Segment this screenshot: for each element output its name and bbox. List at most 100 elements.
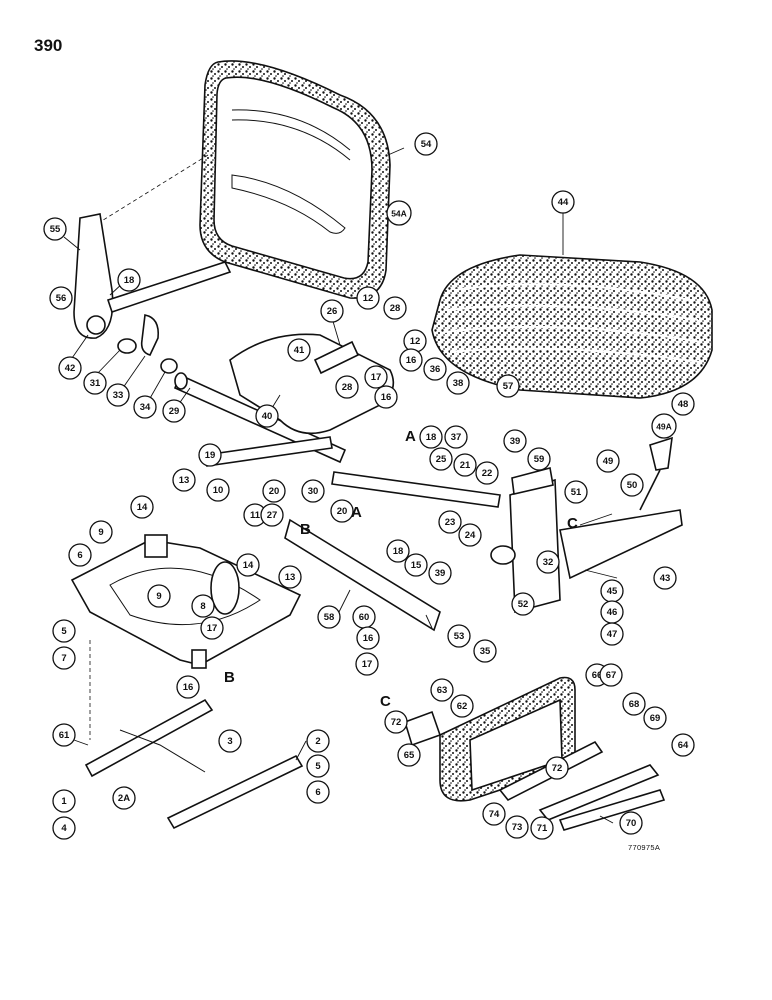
callout-circle [536, 550, 560, 574]
callout-circle [423, 357, 447, 381]
callout-label: 33 [113, 390, 124, 401]
seat-slide-rails [84, 640, 304, 830]
callout-circle [255, 404, 279, 428]
callout-circle [503, 429, 527, 453]
callout-label: 38 [453, 378, 464, 389]
callout-label: 22 [482, 468, 493, 479]
callout-circle [301, 479, 325, 503]
callout-label: 39 [435, 568, 446, 579]
callout-31: 31 [83, 371, 107, 395]
callout-circle [384, 710, 408, 734]
callout-label: 68 [629, 699, 640, 710]
callout-28: 28 [335, 375, 359, 399]
callout-62: 62 [450, 694, 474, 718]
callout-2a: 2A [112, 786, 136, 810]
callout-circle [335, 375, 359, 399]
callout-circle [320, 299, 344, 323]
callout-9: 9 [89, 520, 113, 544]
callout-circle [200, 616, 224, 640]
callout-circle [68, 543, 92, 567]
callout-label: 5 [315, 761, 321, 772]
callout-label: 1 [61, 796, 67, 807]
callout-label: 54 [421, 139, 432, 150]
callout-circle [530, 816, 554, 840]
callout-34: 34 [133, 395, 157, 419]
callout-circle [438, 510, 462, 534]
callout-label: 19 [205, 450, 216, 461]
letter-c-upper: C [567, 515, 578, 532]
callout-3: 3 [218, 729, 242, 753]
callout-label: 7 [61, 653, 66, 664]
callout-label: 72 [552, 763, 563, 774]
callout-56: 56 [49, 286, 73, 310]
callout-circle [147, 584, 171, 608]
callout-23: 23 [438, 510, 462, 534]
callout-label: 59 [534, 454, 545, 465]
callout-circle [306, 754, 330, 778]
callout-circle [43, 217, 67, 241]
callout-circle [287, 338, 311, 362]
callout-circle [83, 371, 107, 395]
letter-b-lower: B [224, 669, 235, 686]
callout-circle [414, 132, 438, 156]
callout-circle [306, 729, 330, 753]
callout-57: 57 [496, 374, 520, 398]
callout-label: 56 [56, 293, 67, 304]
callout-18: 18 [386, 539, 410, 563]
page-number: 390 [34, 36, 63, 55]
callout-13: 13 [278, 565, 302, 589]
callout-21: 21 [453, 453, 477, 477]
callout-circle [58, 356, 82, 380]
callout-44: 44 [551, 190, 575, 214]
callout-55: 55 [43, 217, 67, 241]
callout-5: 5 [52, 619, 76, 643]
callout-label: 13 [285, 572, 296, 583]
callout-16: 16 [374, 385, 398, 409]
callout-circle [330, 499, 354, 523]
callout-label: 28 [342, 382, 353, 393]
callout-1: 1 [52, 789, 76, 813]
callout-58: 58 [317, 605, 341, 629]
callout-6: 6 [306, 780, 330, 804]
callout-12: 12 [356, 286, 380, 310]
callout-label: 73 [512, 822, 523, 833]
letter-b-upper: B [300, 521, 311, 538]
callout-circle [355, 652, 379, 676]
callout-label: 25 [436, 454, 447, 465]
callout-68: 68 [622, 692, 646, 716]
callout-74: 74 [482, 802, 506, 826]
callout-54a: 54A [386, 200, 412, 226]
callout-13: 13 [172, 468, 196, 492]
callout-65: 65 [397, 743, 421, 767]
callout-72: 72 [545, 756, 569, 780]
callout-39: 39 [428, 561, 452, 585]
callout-24: 24 [458, 523, 482, 547]
callout-circle [429, 447, 453, 471]
callout-52: 52 [511, 592, 535, 616]
callout-circle [386, 539, 410, 563]
callout-label: 58 [324, 612, 335, 623]
callout-circle [236, 553, 260, 577]
callout-5: 5 [306, 754, 330, 778]
callout-16: 16 [356, 626, 380, 650]
callout-label: 18 [124, 275, 135, 286]
callout-label: 17 [371, 372, 382, 383]
callout-label: 4 [61, 823, 67, 834]
callout-label: 5 [61, 626, 67, 637]
callout-label: 49 [603, 456, 614, 467]
callout-label: 28 [390, 303, 401, 314]
callout-label: 2 [315, 736, 320, 747]
callout-label: 67 [606, 670, 617, 681]
callout-label: 64 [678, 740, 689, 751]
callout-9: 9 [147, 584, 171, 608]
callout-37: 37 [444, 425, 468, 449]
callout-label: 6 [315, 787, 320, 798]
callout-label: 13 [179, 475, 190, 486]
callout-label: 11 [250, 510, 261, 521]
callout-label: 57 [503, 381, 514, 392]
callout-circle [176, 675, 200, 699]
callout-label: 18 [393, 546, 404, 557]
suspension-base [70, 534, 302, 669]
callout-label: 14 [243, 560, 254, 571]
callout-45: 45 [600, 579, 624, 603]
